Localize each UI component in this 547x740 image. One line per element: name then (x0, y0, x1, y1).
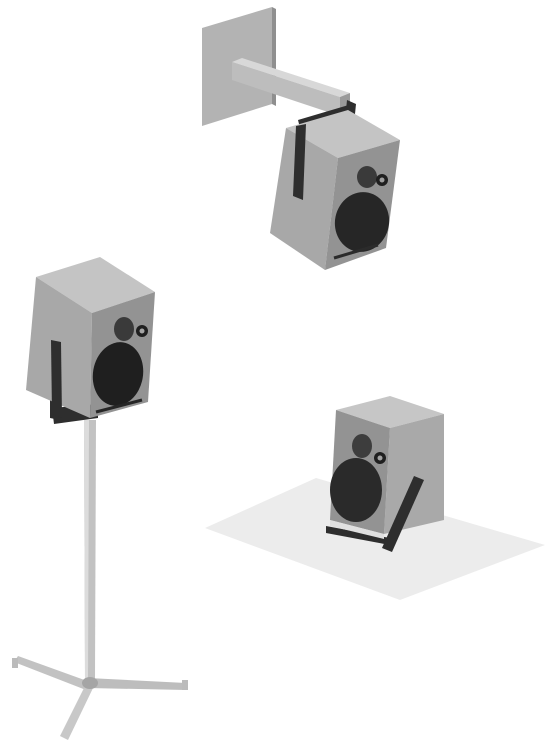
tilt-stand (326, 476, 424, 552)
tripod-stand (12, 420, 188, 740)
woofer-icon (92, 342, 144, 406)
desktop-speaker (205, 396, 545, 600)
stand-speaker-drivers (92, 317, 148, 414)
stand-mounted-speaker (12, 257, 188, 740)
desktop-speaker-drivers (330, 434, 386, 522)
wall-speaker-drivers (333, 166, 390, 260)
woofer-icon (334, 192, 390, 252)
woofer-icon (330, 458, 382, 522)
midrange-icon (114, 317, 134, 341)
wall-mounted-speaker (202, 7, 400, 270)
midrange-icon (357, 166, 377, 188)
wall-speaker-body (270, 110, 400, 270)
midrange-icon (352, 434, 372, 458)
